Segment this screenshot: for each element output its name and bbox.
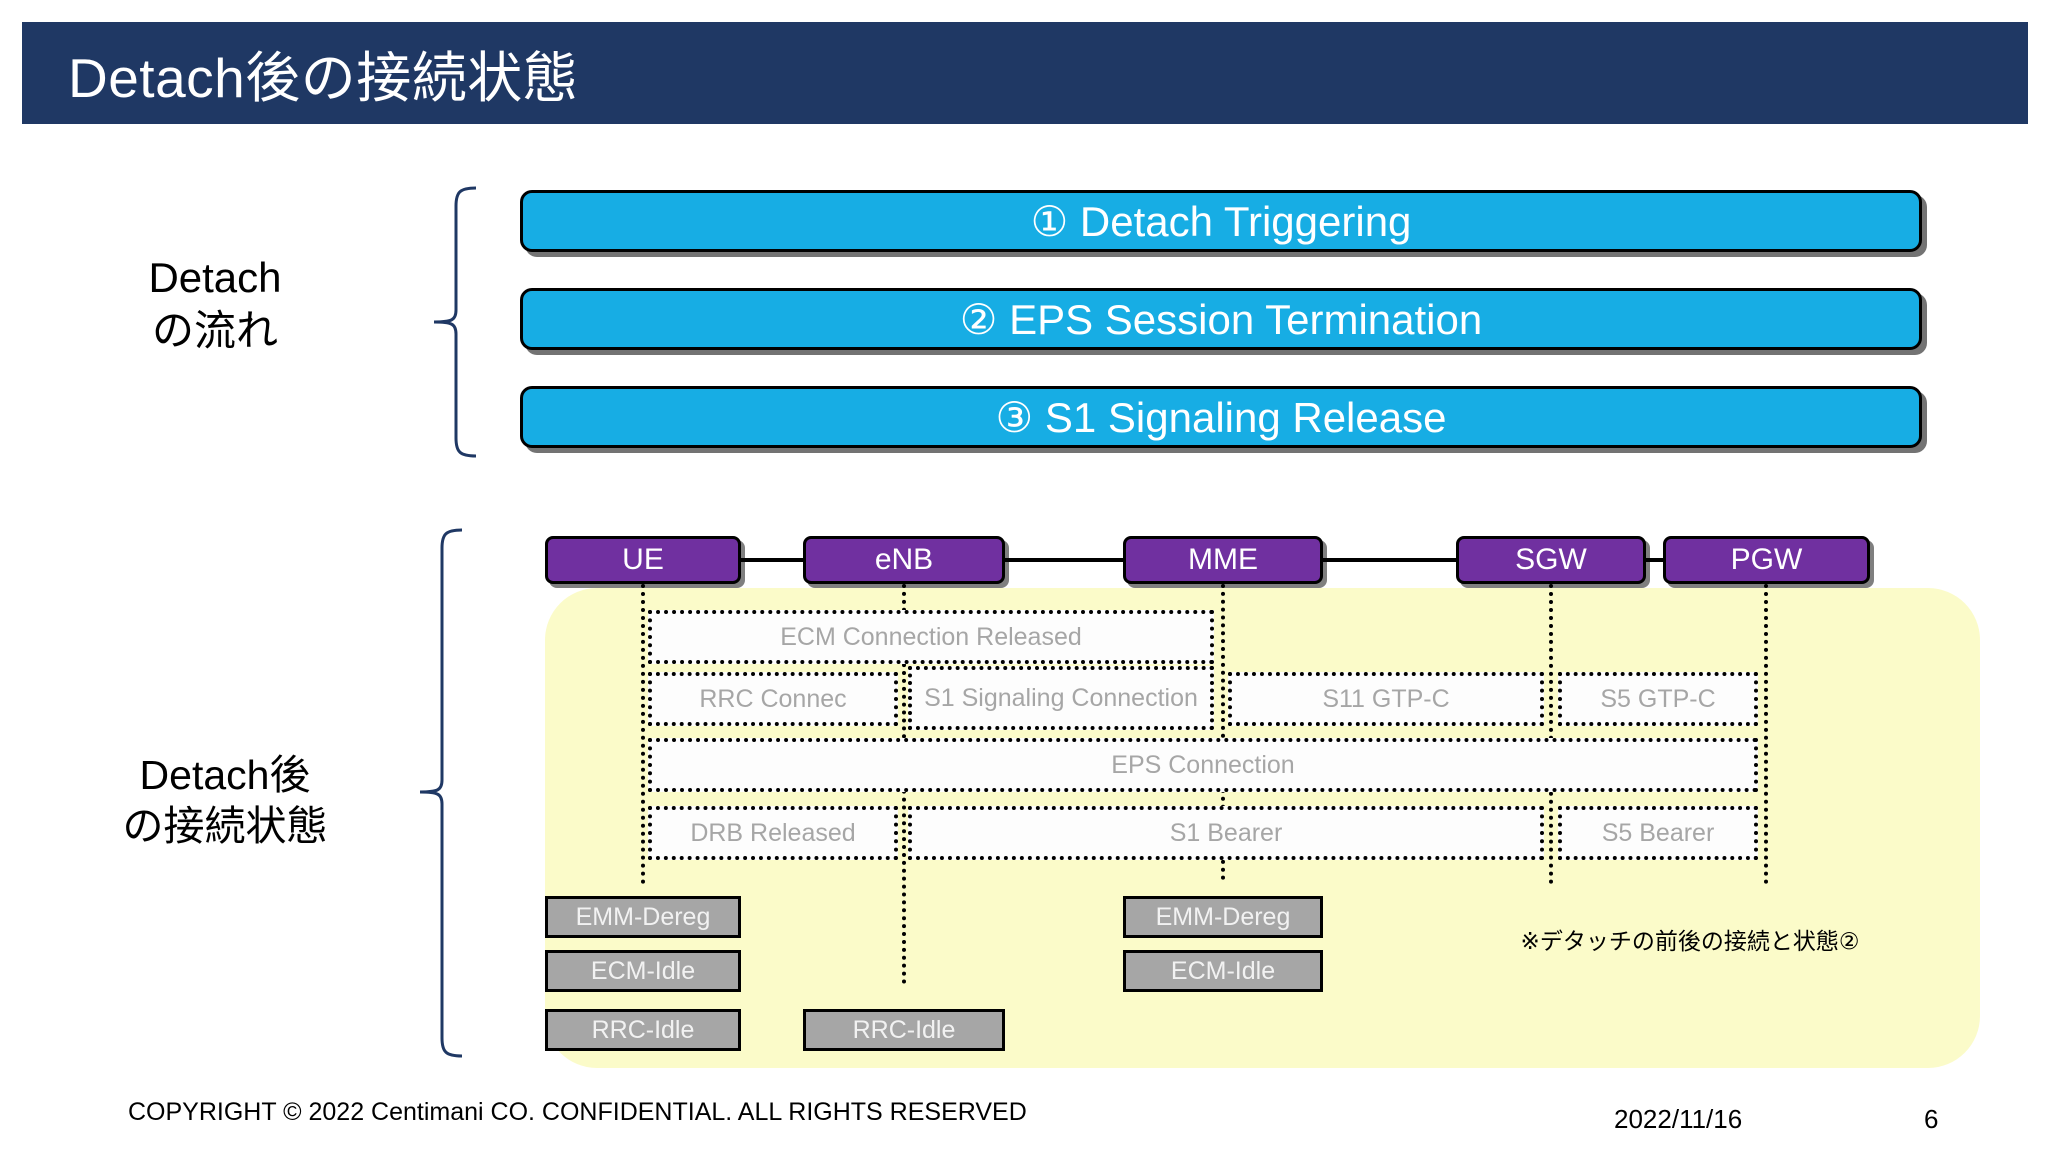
- state-box-ue-emm-dereg: EMM-Dereg: [545, 896, 741, 938]
- conn-box-drb-released: DRB Released: [648, 806, 898, 860]
- conn-box-eps-connection: EPS Connection: [648, 738, 1758, 792]
- panel-note: ※デタッチの前後の接続と状態②: [1520, 928, 1860, 954]
- state-box-ue-ecm-idle: ECM-Idle: [545, 950, 741, 992]
- step-bar-3[interactable]: ③ S1 Signaling Release: [520, 386, 1922, 448]
- footer-date: 2022/11/16: [1614, 1104, 1743, 1134]
- conn-box-rrc-connec: RRC Connec: [648, 672, 898, 726]
- conn-box-s5-bearer: S5 Bearer: [1558, 806, 1758, 860]
- node-mme[interactable]: MME: [1123, 536, 1323, 584]
- drop-line-sgw: [1549, 584, 1553, 884]
- conn-box-s1-bearer: S1 Bearer: [908, 806, 1544, 860]
- conn-box-s1-signaling-connection: S1 Signaling Connection: [908, 666, 1214, 730]
- title-banner: Detach後の接続状態: [22, 22, 2028, 124]
- conn-box-ecm-connection-released: ECM Connection Released: [648, 610, 1214, 664]
- state-box-enb-rrc-idle: RRC-Idle: [803, 1009, 1005, 1051]
- node-enb[interactable]: eNB: [803, 536, 1005, 584]
- footer-copyright: COPYRIGHT © 2022 Centimani CO. CONFIDENT…: [128, 1098, 1027, 1126]
- flow-brace-icon: [433, 186, 477, 458]
- state-box-mme-ecm-idle: ECM-Idle: [1123, 950, 1323, 992]
- state-brace-icon: [419, 528, 463, 1058]
- state-box-ue-rrc-idle: RRC-Idle: [545, 1009, 741, 1051]
- drop-line-pgw: [1764, 584, 1768, 884]
- page-title: Detach後の接続状態: [68, 47, 579, 109]
- footer-page-number: 6: [1924, 1104, 1939, 1134]
- node-ue[interactable]: UE: [545, 536, 741, 584]
- drop-line-ue: [641, 584, 645, 884]
- conn-box-s11-gtp-c: S11 GTP-C: [1228, 672, 1544, 726]
- step-bar-1[interactable]: ① Detach Triggering: [520, 190, 1922, 252]
- node-sgw[interactable]: SGW: [1456, 536, 1646, 584]
- network-state-diagram: UE eNB MME SGW PGW ECM Connection Releas…: [0, 500, 2048, 1080]
- section-label-state: Detach後 の接続状態: [122, 752, 328, 850]
- drop-line-mme: [1221, 584, 1225, 880]
- conn-box-s5-gtp-c: S5 GTP-C: [1558, 672, 1758, 726]
- state-box-mme-emm-dereg: EMM-Dereg: [1123, 896, 1323, 938]
- step-bar-2[interactable]: ② EPS Session Termination: [520, 288, 1922, 350]
- section-label-flow: Detach の流れ: [148, 254, 282, 354]
- node-pgw[interactable]: PGW: [1663, 536, 1870, 584]
